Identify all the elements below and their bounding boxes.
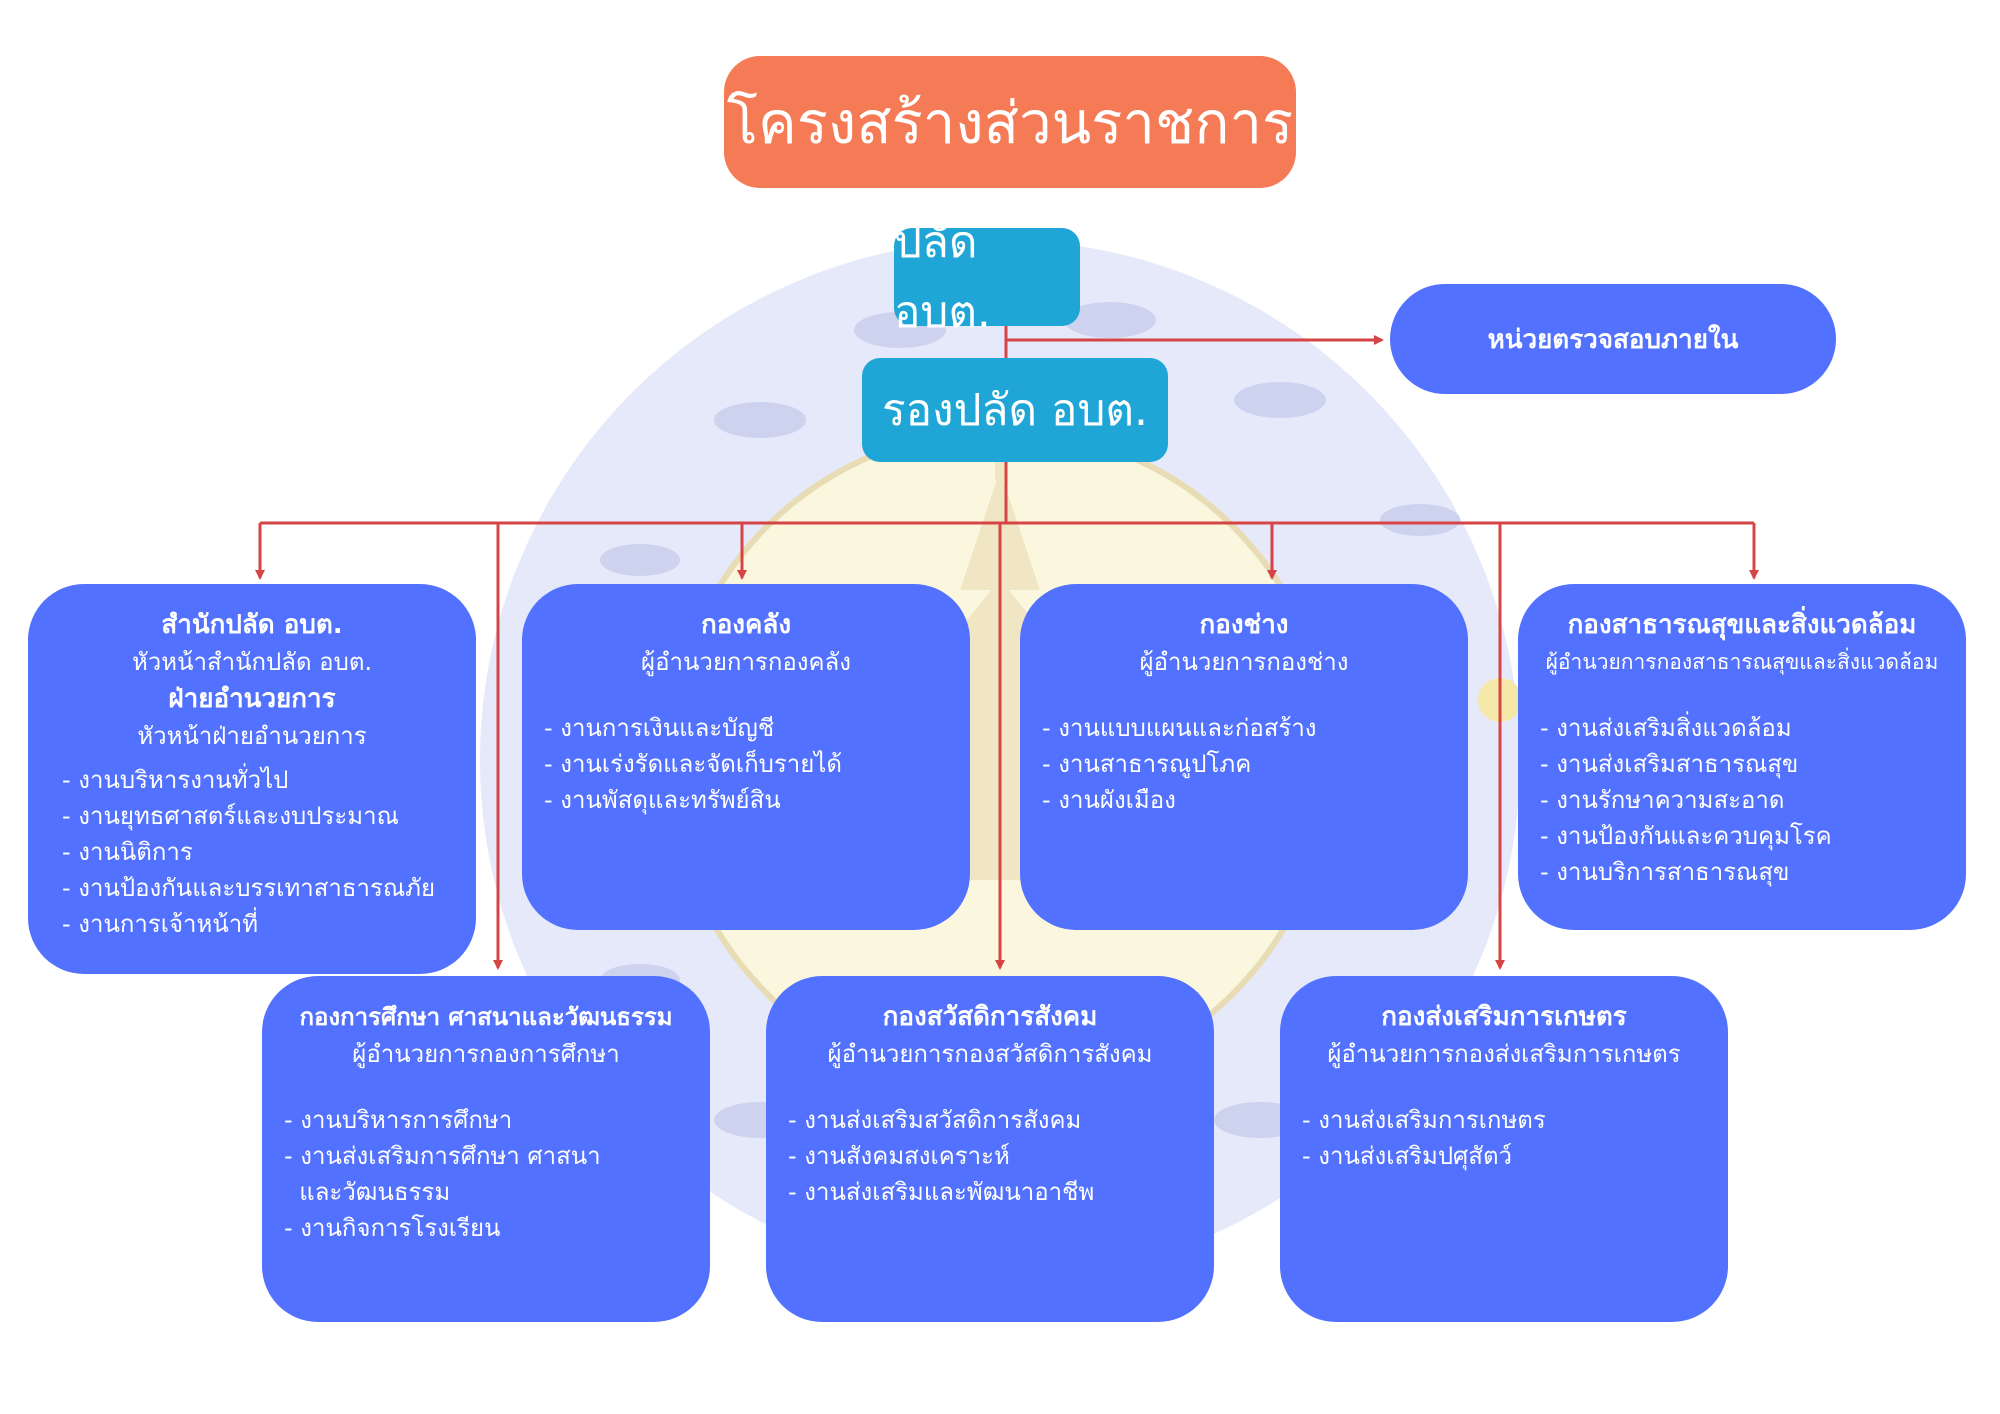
division-name: กองช่าง [1199,610,1289,640]
task-item: - งานเร่งรัดและจัดเก็บรายได้ [544,750,842,778]
audit-unit-label: หน่วยตรวจสอบภายใน [1487,324,1739,355]
section-name: ฝ่ายอำนวยการ [168,684,336,714]
division-head: ผู้อำนวยการกองช่าง [1139,648,1349,676]
task-item: - งานพัสดุและทรัพย์สิน [544,786,781,814]
task-item: - งานบริหารงานทั่วไป [62,766,289,794]
task-item: - งานสาธารณูปโภค [1042,750,1252,778]
division-card-office: สำนักปลัด อบต. หัวหน้าสำนักปลัด อบต. ฝ่า… [28,584,476,974]
division-name: สำนักปลัด อบต. [161,610,343,640]
audit-unit-box: หน่วยตรวจสอบภายใน [1390,284,1836,394]
assistant-deputy-director-box: รองปลัด อบต. [862,358,1168,462]
task-item: - งานส่งเสริมสิ่งแวดล้อม [1540,714,1792,742]
division-head: ผู้อำนวยการกองคลัง [641,648,851,676]
task-item: - งานนิติการ [62,838,193,866]
task-item: - งานบริหารการศึกษา [284,1106,513,1134]
task-item: - งานกิจการโรงเรียน [284,1214,501,1242]
division-card-education: กองการศึกษา ศาสนาและวัฒนธรรม ผู้อำนวยการ… [262,976,710,1322]
division-name: กองส่งเสริมการเกษตร [1381,1002,1627,1032]
division-head: ผู้อำนวยการกองสาธารณสุขและสิ่งแวดล้อม [1545,650,1939,674]
division-card-agriculture: กองส่งเสริมการเกษตร ผู้อำนวยการกองส่งเสร… [1280,976,1728,1322]
division-card-engineering: กองช่าง ผู้อำนวยการกองช่าง - งานแบบแผนแล… [1020,584,1468,930]
division-head: ผู้อำนวยการกองสวัสดิการสังคม [827,1040,1153,1068]
task-item: - งานส่งเสริมสาธารณสุข [1540,750,1799,778]
division-name: กองสาธารณสุขและสิ่งแวดล้อม [1567,610,1917,640]
task-item: - งานป้องกันและบรรเทาสาธารณภัย [62,874,436,902]
division-name: กองคลัง [700,610,792,640]
task-item: - งานสังคมสงเคราะห์ [788,1142,1010,1170]
task-item: - งานบริการสาธารณสุข [1540,858,1790,886]
section-head: หัวหน้าฝ่ายอำนวยการ [137,722,367,750]
deputy-director-label: ปลัด อบต. [894,217,991,338]
division-name: กองการศึกษา ศาสนาและวัฒนธรรม [299,1003,673,1031]
assistant-deputy-director-label: รองปลัด อบต. [882,385,1148,436]
task-item: - งานการเจ้าหน้าที่ [62,910,259,938]
deputy-director-box: ปลัด อบต. [894,217,1080,338]
task-item: - งานการเงินและบัญชี [544,714,775,742]
task-item: - งานยุทธศาสตร์และงบประมาณ [62,802,399,830]
task-item: - งานส่งเสริมและพัฒนาอาชีพ [788,1178,1095,1206]
chart-title: โครงสร้างส่วนราชการ [724,56,1296,188]
division-name: กองสวัสดิการสังคม [882,1002,1098,1032]
division-head: ผู้อำนวยการกองการศึกษา [352,1040,620,1068]
division-card-welfare: กองสวัสดิการสังคม ผู้อำนวยการกองสวัสดิกา… [766,976,1214,1322]
division-card-health: กองสาธารณสุขและสิ่งแวดล้อม ผู้อำนวยการกอ… [1518,584,1966,930]
task-item: - งานส่งเสริมปศุสัตว์ [1302,1142,1512,1170]
task-item: - งานป้องกันและควบคุมโรค [1540,822,1832,850]
task-item: - งานรักษาความสะอาด [1540,786,1785,814]
task-item: - งานผังเมือง [1042,786,1176,814]
division-card-finance: กองคลัง ผู้อำนวยการกองคลัง - งานการเงินแ… [522,584,970,930]
task-item: - งานส่งเสริมสวัสดิการสังคม [788,1106,1082,1134]
task-item: และวัฒนธรรม [284,1178,451,1206]
task-item: - งานส่งเสริมการเกษตร [1302,1106,1546,1134]
task-item: - งานแบบแผนและก่อสร้าง [1042,714,1317,742]
division-head: หัวหน้าสำนักปลัด อบต. [131,648,373,676]
chart-title-text: โครงสร้างส่วนราชการ [726,88,1294,157]
task-item: - งานส่งเสริมการศึกษา ศาสนา [284,1142,601,1170]
division-head: ผู้อำนวยการกองส่งเสริมการเกษตร [1327,1040,1681,1068]
